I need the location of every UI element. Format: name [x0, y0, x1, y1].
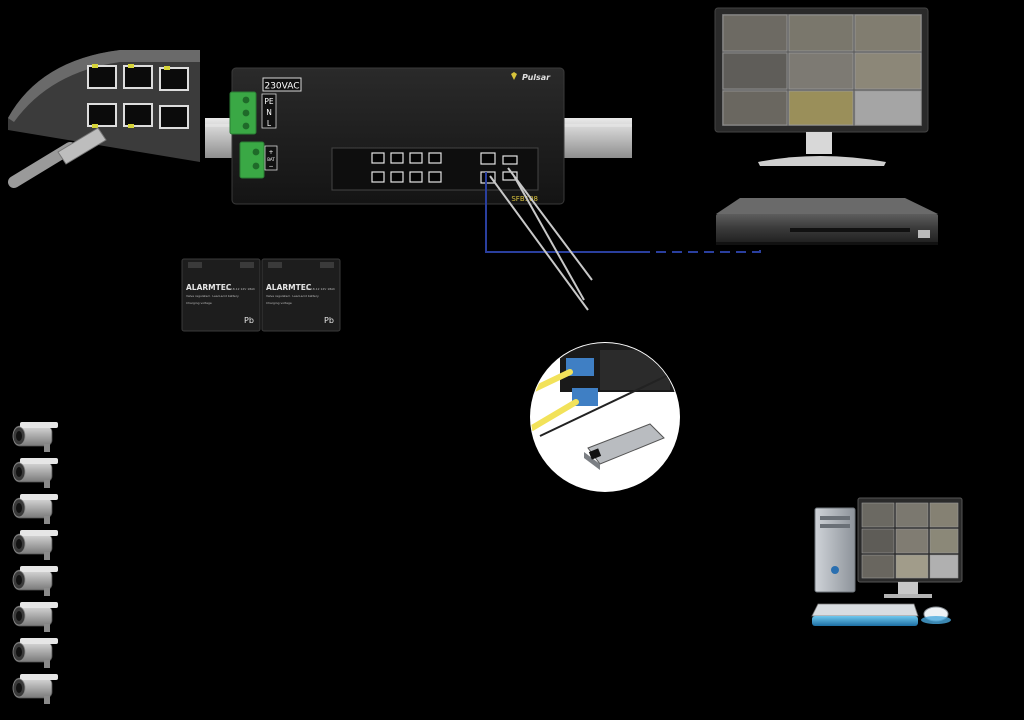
terminal-bat-label: BAT [267, 157, 275, 162]
battery-model: BP 18-12 12V 18Ah [226, 287, 255, 291]
fiber-optic-cables [489, 167, 593, 311]
camera-group [12, 422, 58, 704]
brand-logo: Pulsar [522, 73, 551, 82]
battery-line2: Charging voltage [266, 301, 292, 305]
rj45-port-zoom [87, 103, 117, 127]
uplink-ports [480, 152, 518, 184]
ip-camera [12, 494, 58, 524]
rj45-port [390, 171, 404, 183]
uplink-rj45-port [480, 171, 496, 184]
sfp-module-zoom [530, 342, 680, 492]
ip-camera [12, 566, 58, 596]
rj45-port-zoom [123, 103, 153, 127]
rj45-port-zoom [159, 67, 189, 91]
battery-pb-mark: Pb [244, 316, 254, 325]
uplink-rj45-port [480, 152, 496, 165]
battery-line1: Valve regulated · Lead-acid battery [186, 294, 239, 298]
terminal-n-label: N [266, 108, 272, 117]
switch-unit: 230VAC PE N L + BAT − Pulsar [229, 67, 565, 205]
rj45-port-zoom [159, 105, 189, 129]
battery-brand: ALARMTEC [266, 283, 312, 292]
battery-line2: Charging voltage [186, 301, 212, 305]
ip-camera [12, 602, 58, 632]
ip-camera [12, 422, 58, 452]
battery-terminal-block: + BAT − [239, 141, 278, 179]
utp-cable-to-dvr [485, 172, 761, 253]
rj45-patch-cable [8, 127, 107, 188]
rj45-port-grid [371, 152, 442, 183]
sfp-slot [502, 155, 518, 165]
battery-model: BP 18-12 12V 18Ah [306, 287, 335, 291]
rj45-port-zoom [123, 65, 153, 89]
sfp-transceiver [584, 423, 665, 470]
terminal-pe-label: PE [264, 97, 274, 106]
nvr-recorder [716, 198, 938, 245]
battery-2: ALARMTEC BP 18-12 12V 18Ah Valve regulat… [261, 258, 341, 332]
rj45-port [428, 152, 442, 164]
terminal-bat-plus: + [268, 149, 273, 156]
ip-camera [12, 638, 58, 668]
cctv-monitor [714, 7, 929, 166]
terminal-bat-minus: − [268, 163, 273, 170]
ip-camera [12, 458, 58, 488]
desktop-workstation [811, 497, 963, 626]
rj45-port-zoom [87, 65, 117, 89]
terminal-l-label: L [267, 119, 272, 128]
ip-camera [12, 530, 58, 560]
battery-line1: Valve regulated · Lead-acid battery [266, 294, 319, 298]
rj45-port [371, 171, 385, 183]
poe-port-zoom [8, 50, 200, 188]
monitor-camera-grid [722, 14, 922, 126]
ip-camera [12, 674, 58, 704]
rj45-port [390, 152, 404, 164]
ac-terminal-block: PE N L [229, 91, 277, 135]
rj45-port [409, 171, 423, 183]
battery-pb-mark: Pb [324, 316, 334, 325]
power-label: 230VAC [264, 82, 299, 92]
rj45-port [428, 171, 442, 183]
rj45-port [371, 152, 385, 164]
rj45-port [409, 152, 423, 164]
battery-1: ALARMTEC BP 18-12 12V 18Ah Valve regulat… [181, 258, 261, 332]
battery-brand: ALARMTEC [186, 283, 232, 292]
model-label: SFB108 [511, 195, 538, 203]
